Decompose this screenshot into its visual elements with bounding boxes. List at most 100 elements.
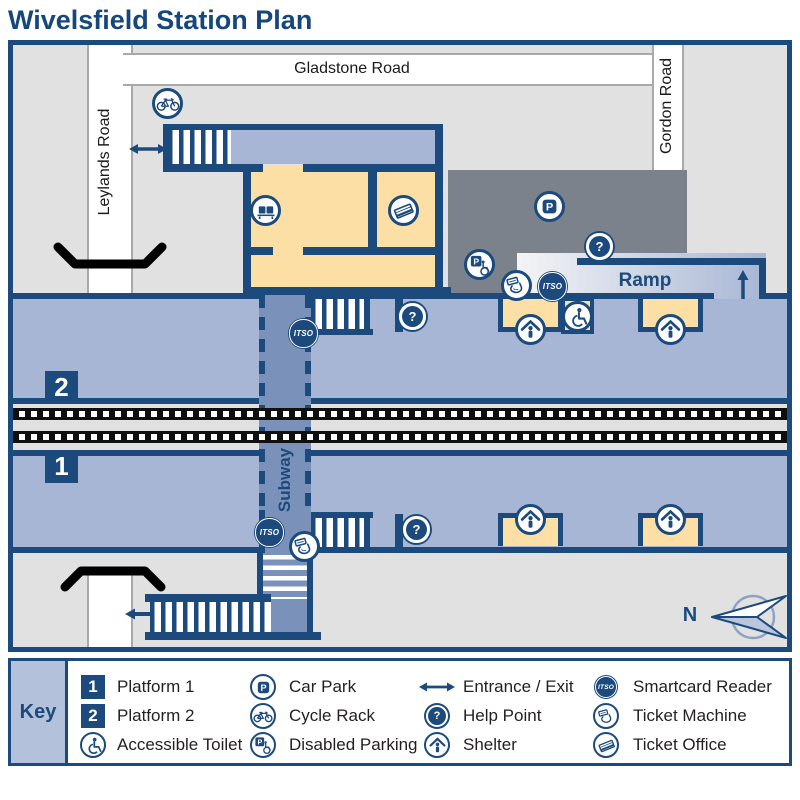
entrance-exit-arrow-north-icon [129, 144, 167, 154]
platform-1-edge-top-right [311, 450, 787, 456]
key-label-platform-1: Platform 1 [117, 677, 195, 696]
platform-2-stairs [311, 299, 364, 329]
key-label-smartcard-reader: Smartcard Reader [633, 677, 772, 696]
layby-marking-upper [53, 242, 167, 269]
platform-2-edge-top-right [763, 293, 787, 299]
railway-track-1 [13, 408, 787, 420]
itso-text: ITSO [538, 272, 567, 301]
ticket-machine-icon-carpark [501, 270, 532, 301]
key-label-accessible-toilet: Accessible Toilet [117, 735, 243, 754]
cycle-rack-icon [250, 703, 276, 729]
ramp-wall-top [577, 258, 766, 265]
gordon-road [652, 45, 684, 171]
accessible-toilet-icon [562, 301, 593, 332]
ticket-machine-icon-platform-1 [289, 531, 320, 562]
subway-edge-left-solid [259, 510, 265, 593]
disabled-parking-icon: P [464, 249, 495, 280]
leylands-road-lower [87, 568, 133, 647]
key-label-disabled-parking: Disabled Parking [289, 735, 418, 754]
building-wall-interior-vertical [368, 172, 377, 254]
entrance-stairs-north-cap [163, 124, 169, 170]
platform-1-edge-top-left [13, 450, 259, 456]
platform-1-badge: 1 [45, 450, 78, 483]
key-label-ticket-office: Ticket Office [633, 735, 727, 754]
gladstone-road-label: Gladstone Road [294, 60, 410, 77]
exit-rail-left [257, 553, 263, 602]
platform-2-badge: 2 [45, 371, 78, 404]
platform-1-stairs [311, 518, 364, 547]
shelter-icon-platform-2-west [515, 314, 546, 345]
platform-2-edge-bottom-right [311, 398, 787, 404]
smartcard-reader-icon-subway-south: ITSO [254, 517, 285, 548]
gordon-road-label: Gordon Road [658, 57, 675, 155]
gladstone-road [123, 53, 652, 86]
help-glyph: ? [428, 707, 446, 725]
shelter-icon [424, 732, 450, 758]
disabled-parking-glyph: P [257, 737, 262, 746]
platform-1-edge-bottom-right [311, 547, 787, 553]
exit-stairs-rail-bottom [145, 632, 321, 640]
layby-marking-lower [60, 566, 166, 592]
entrance-exit-icon [419, 682, 455, 692]
entrance-stairs-north [168, 130, 231, 164]
building-wall-top [163, 124, 443, 130]
key-label-help-point: Help Point [463, 706, 542, 725]
key-platform-1-badge: 1 [81, 675, 105, 699]
building-wall-left [243, 164, 251, 295]
key-panel: Key 1 Platform 1 2 Platform 2 Accessible… [8, 658, 792, 766]
exit-stairs-lower [150, 602, 271, 632]
accessible-toilet-icon [80, 732, 106, 758]
platform-2-stairs-cap [364, 299, 370, 329]
car-park-glyph: P [546, 201, 553, 213]
smartcard-reader-icon: ITSO [594, 675, 618, 699]
key-label-platform-2: Platform 2 [117, 706, 195, 725]
platform-1-stairs-cap [364, 518, 370, 547]
building-wall-upper-left [163, 164, 263, 172]
building-wall-interior-horizontal [303, 247, 443, 255]
subway-edge-left [259, 295, 265, 510]
north-label: N [682, 604, 698, 626]
shelter-icon-platform-1-east [655, 504, 686, 535]
car-park-glyph: P [260, 682, 266, 692]
help-point-icon: ? [424, 703, 450, 729]
itso-text: ITSO [594, 675, 618, 699]
building-wall-upper-right [303, 164, 443, 172]
key-label-car-park: Car Park [289, 677, 357, 696]
exit-stairs-upper [263, 555, 307, 599]
car-park-area [448, 170, 687, 253]
exit-rail-right [307, 550, 313, 640]
key-label-entrance-exit: Entrance / Exit [463, 677, 574, 696]
shelter-icon-platform-1-west [515, 504, 546, 535]
help-glyph: ? [588, 235, 611, 258]
compass-icon [711, 594, 787, 640]
ramp-wall-right [759, 258, 766, 299]
help-point-icon-platform-1: ? [401, 514, 432, 545]
leylands-road-upper [87, 45, 133, 293]
subway-edge-right [305, 295, 311, 510]
shelter-icon-platform-2-east [655, 314, 686, 345]
building-wall-bottom [243, 287, 451, 295]
itso-text: ITSO [289, 319, 318, 348]
station-building-corridor [231, 130, 435, 164]
building-wall-interior-stub [251, 247, 273, 255]
key-label-cycle-rack: Cycle Rack [289, 706, 375, 725]
car-park-icon: P [534, 191, 565, 222]
help-point-icon-carpark: ? [584, 231, 615, 262]
platform-1-fence [395, 514, 403, 547]
platform-2-edge-top-left [13, 293, 259, 299]
platform-1-edge-bottom-left [13, 547, 259, 553]
leylands-road-label: Leylands Road [96, 108, 113, 216]
cycle-rack-icon [152, 88, 183, 119]
waiting-room-icon [250, 195, 281, 226]
ramp-label: Ramp [618, 270, 672, 291]
page-title: Wivelsfield Station Plan [8, 5, 313, 35]
platform-2-edge-bottom-left [13, 398, 259, 404]
disabled-parking-icon: P [250, 732, 276, 758]
car-park-icon: P [250, 674, 276, 700]
help-point-icon-platform-2: ? [397, 301, 428, 332]
platform-2-stairs-rail [311, 329, 373, 335]
map-area: Gladstone Road Leylands Road Gordon Road… [8, 40, 792, 652]
help-glyph: ? [401, 305, 424, 328]
disabled-parking-glyph: P [473, 256, 479, 266]
